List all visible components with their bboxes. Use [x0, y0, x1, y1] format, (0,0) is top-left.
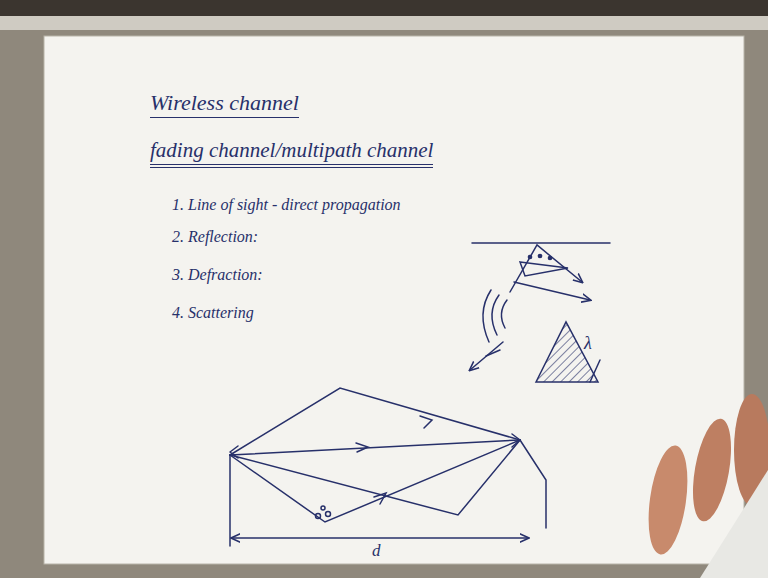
list-item: 2. Reflection: [172, 228, 258, 246]
dark-band [0, 0, 768, 16]
distance-label: d [372, 541, 381, 561]
heading: Wireless channel [150, 90, 299, 118]
list-item: 3. Defraction: [172, 266, 263, 284]
wavelength-symbol: λ [584, 333, 592, 354]
reflection-sketch [470, 243, 610, 382]
list-item: 4. Scattering [172, 304, 254, 322]
multipath-sketch [230, 388, 546, 546]
paper-sheet [44, 36, 744, 564]
list-item: 1. Line of sight - direct propagation [172, 196, 401, 214]
page-edge [0, 16, 768, 30]
hand [643, 394, 768, 578]
subtitle: fading channel/multipath channel [150, 138, 433, 168]
